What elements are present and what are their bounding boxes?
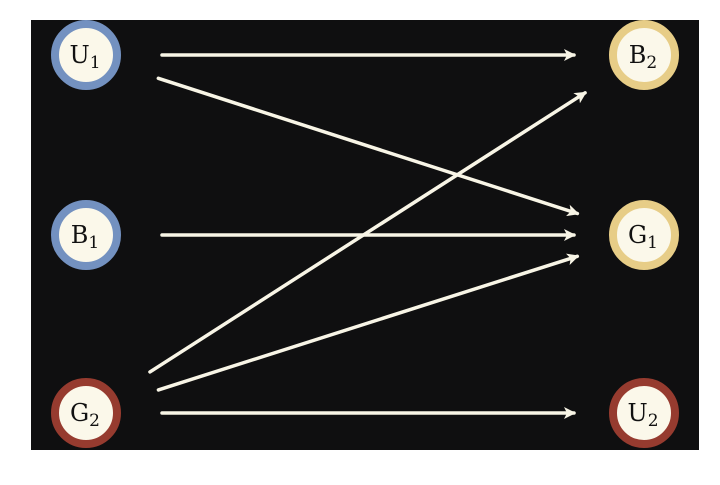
node-label-letter: G — [70, 399, 89, 427]
node-label: U2 — [627, 399, 658, 431]
node-label: B2 — [629, 41, 657, 73]
node-label-letter: U — [627, 399, 647, 427]
edge-g2-to-g1 — [156, 253, 580, 392]
node-label: G1 — [628, 221, 658, 253]
node-g2: G2 — [51, 378, 121, 448]
node-label-letter: B — [629, 41, 647, 69]
node-ring — [609, 378, 679, 448]
node-ring — [51, 378, 121, 448]
node-label-subscript: 2 — [648, 411, 659, 431]
node-g1: G1 — [609, 200, 679, 270]
node-label-subscript: 2 — [89, 411, 100, 431]
node-ring — [609, 20, 679, 90]
node-b2: B2 — [609, 20, 679, 90]
node-label: U1 — [69, 41, 100, 73]
node-u1: U1 — [51, 20, 121, 90]
node-b1: B1 — [51, 200, 121, 270]
node-u2: U2 — [609, 378, 679, 448]
node-label-subscript: 2 — [646, 53, 657, 73]
node-label-letter: B — [71, 221, 89, 249]
edge-g2-to-b2 — [148, 91, 587, 374]
edge-u1-to-g1 — [156, 76, 580, 217]
edges-layer — [148, 49, 587, 419]
node-ring — [51, 20, 121, 90]
node-label: B1 — [71, 221, 99, 253]
node-label-subscript: 1 — [90, 53, 101, 73]
node-label-letter: U — [69, 41, 89, 69]
node-ring — [609, 200, 679, 270]
node-label-subscript: 1 — [88, 233, 99, 253]
node-label-letter: G — [628, 221, 647, 249]
node-ring — [51, 200, 121, 270]
node-label-subscript: 1 — [647, 233, 658, 253]
node-label: G2 — [70, 399, 100, 431]
